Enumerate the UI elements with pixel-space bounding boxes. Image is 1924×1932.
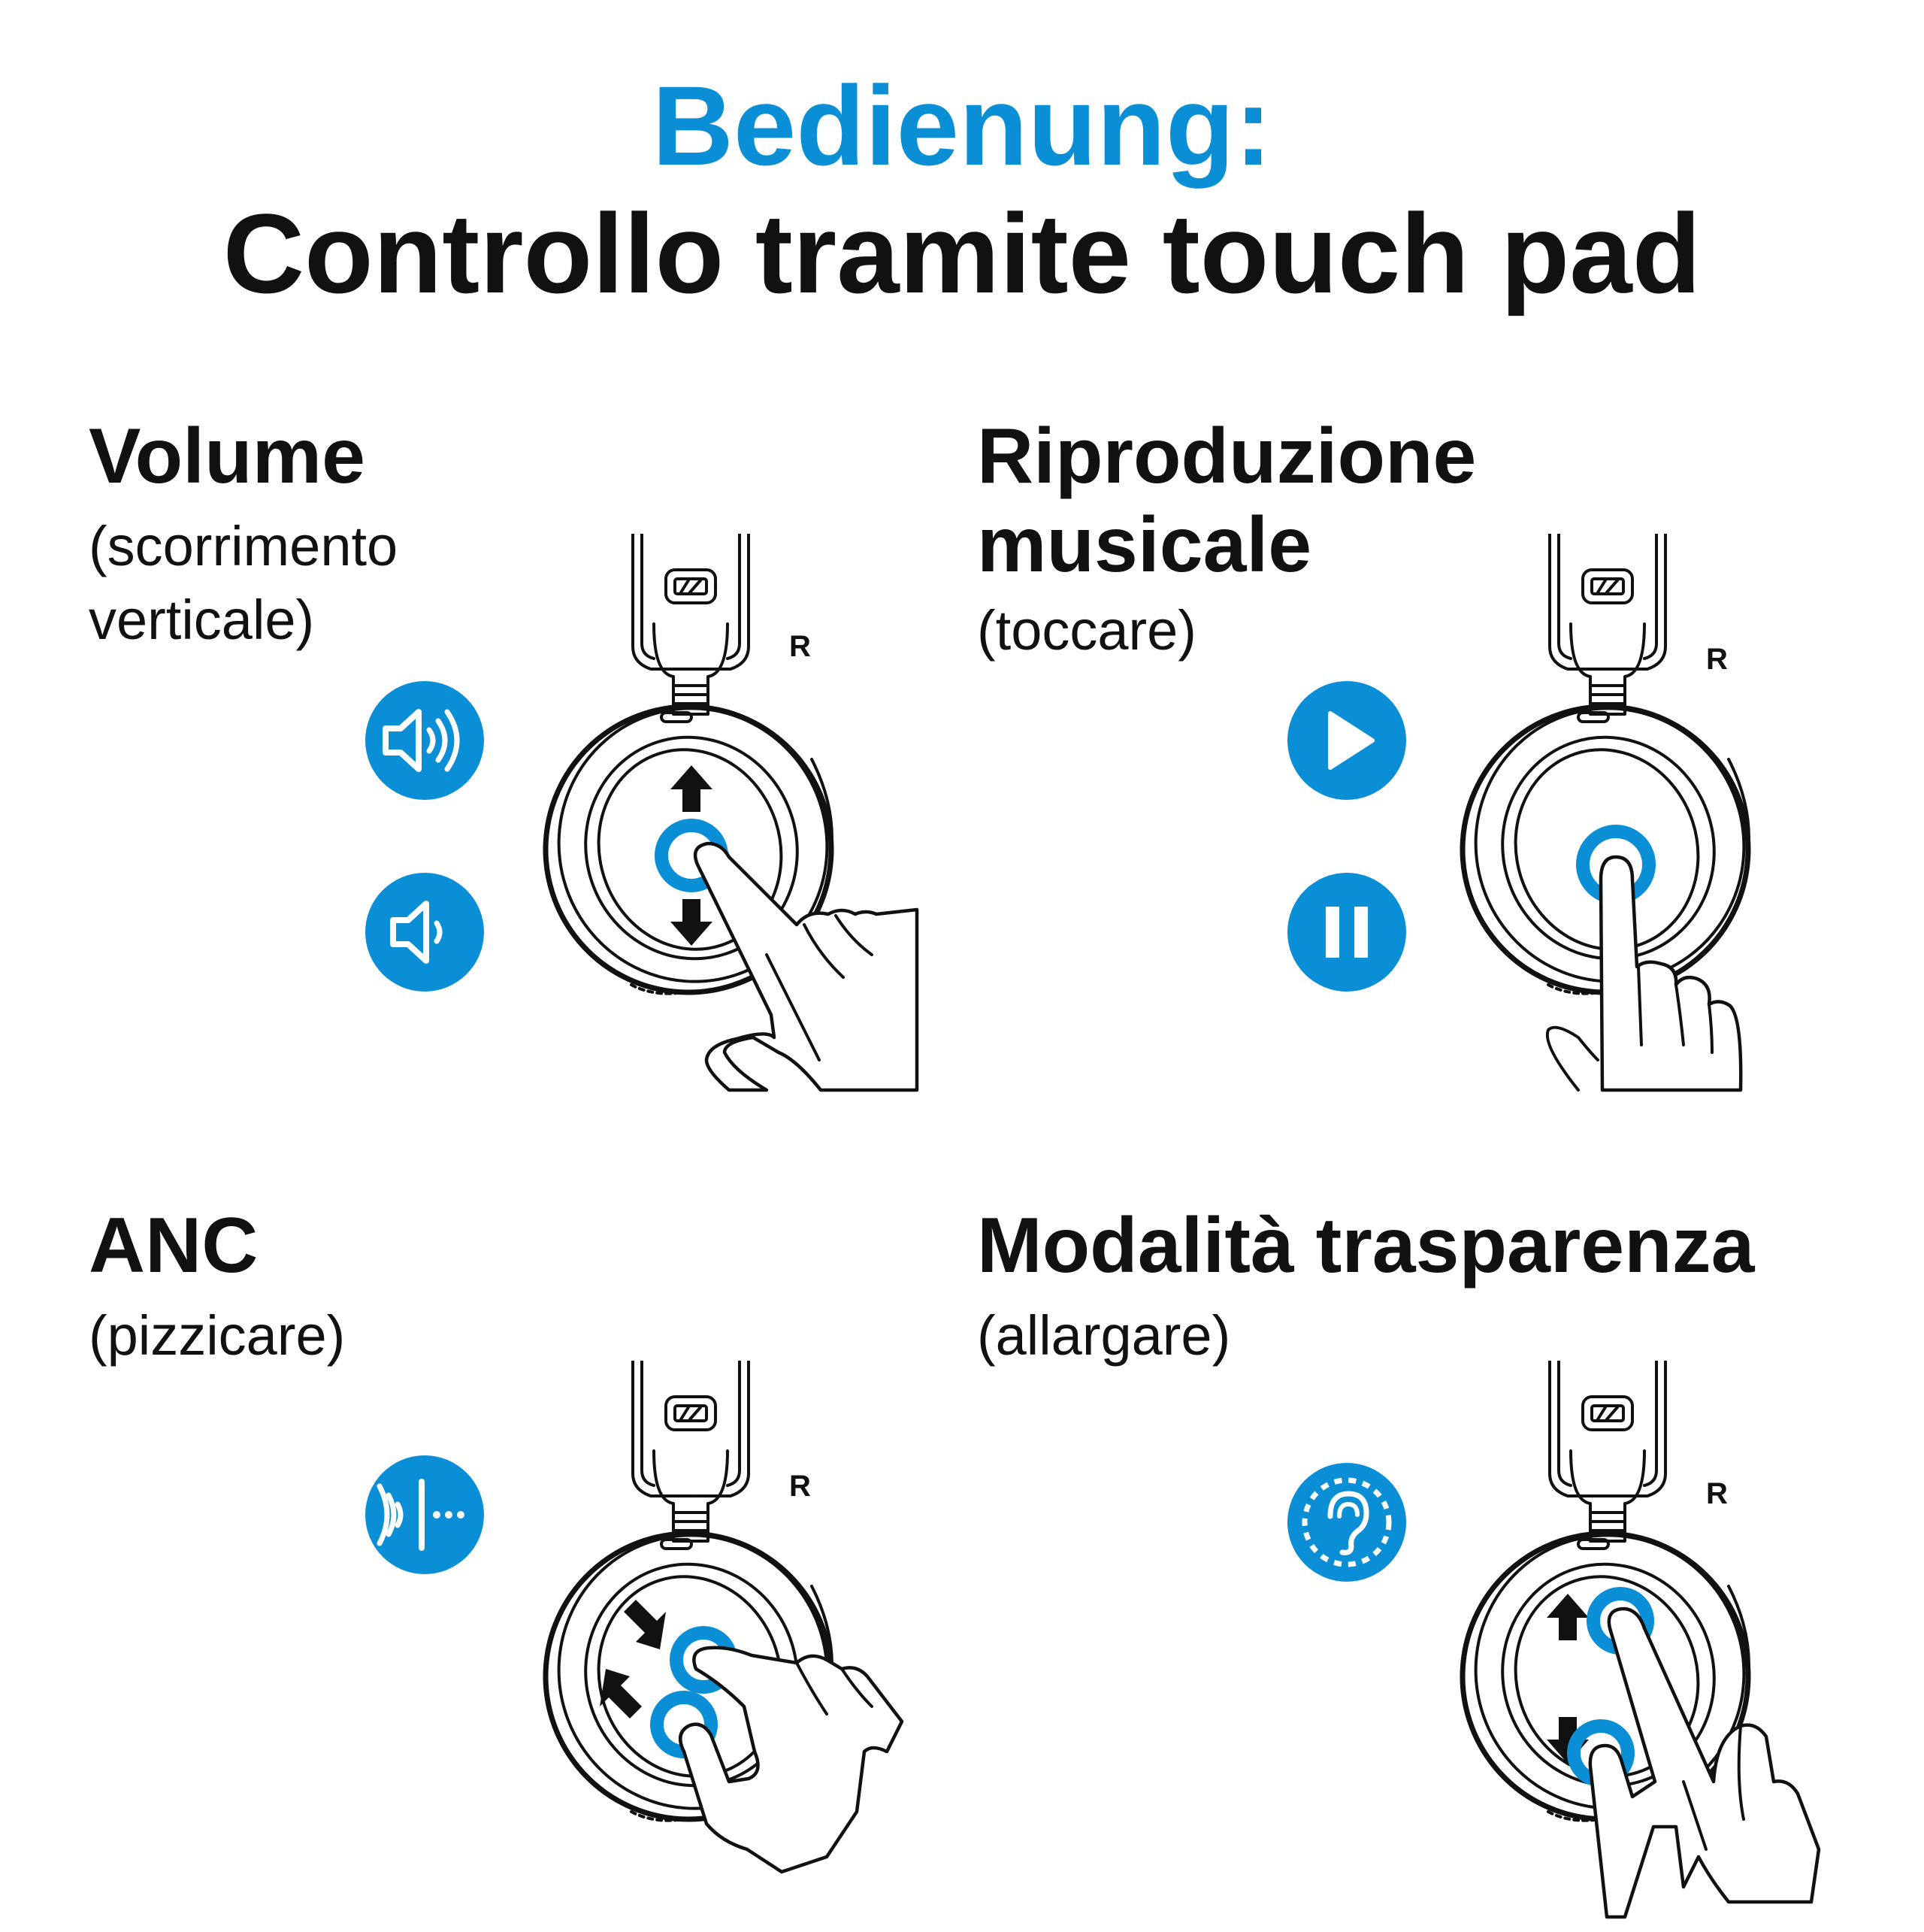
section-music-title-1: Riproduzione [977, 413, 1477, 500]
ear-label: R [789, 1470, 811, 1503]
transparency-headphone-illustration: R [1458, 1361, 1821, 1919]
section-volume-subtitle-1: (scorrimento [89, 515, 398, 577]
ear-label: R [1706, 1477, 1728, 1510]
section-anc-subtitle: (pizzicare) [89, 1304, 346, 1367]
section-volume-title: Volume [89, 413, 365, 500]
section-anc: ANC (pizzicare) [89, 1201, 345, 1373]
section-anc-title: ANC [89, 1202, 259, 1289]
section-transparency-title: Modalità trasparenza [977, 1202, 1755, 1289]
volume-down-icon [365, 873, 484, 992]
header-title-secondary: Controllo tramite touch pad [222, 190, 1702, 316]
header-title-primary: Bedienung: [652, 62, 1272, 189]
ear-label: R [1706, 643, 1728, 676]
section-music-subtitle: (toccare) [977, 599, 1196, 662]
volume-headphone-illustration: R [541, 534, 919, 1092]
section-music-title-2: musicale [977, 501, 1312, 589]
anc-icon [365, 1455, 484, 1574]
section-volume: Volume (scorrimento verticale) [89, 412, 398, 657]
play-icon [1287, 681, 1406, 800]
section-transparency-subtitle: (allargare) [977, 1304, 1231, 1367]
music-headphone-illustration: R [1458, 534, 1849, 1092]
section-music: Riproduzione musicale (toccare) [977, 412, 1476, 668]
section-volume-subtitle-2: verticale) [89, 589, 315, 651]
volume-up-icon [365, 681, 484, 800]
pause-icon [1287, 873, 1406, 992]
section-transparency: Modalità trasparenza (allargare) [977, 1201, 1755, 1373]
ear-label: R [789, 630, 811, 663]
anc-headphone-illustration: R [541, 1361, 904, 1874]
transparency-ear-icon [1287, 1463, 1406, 1582]
